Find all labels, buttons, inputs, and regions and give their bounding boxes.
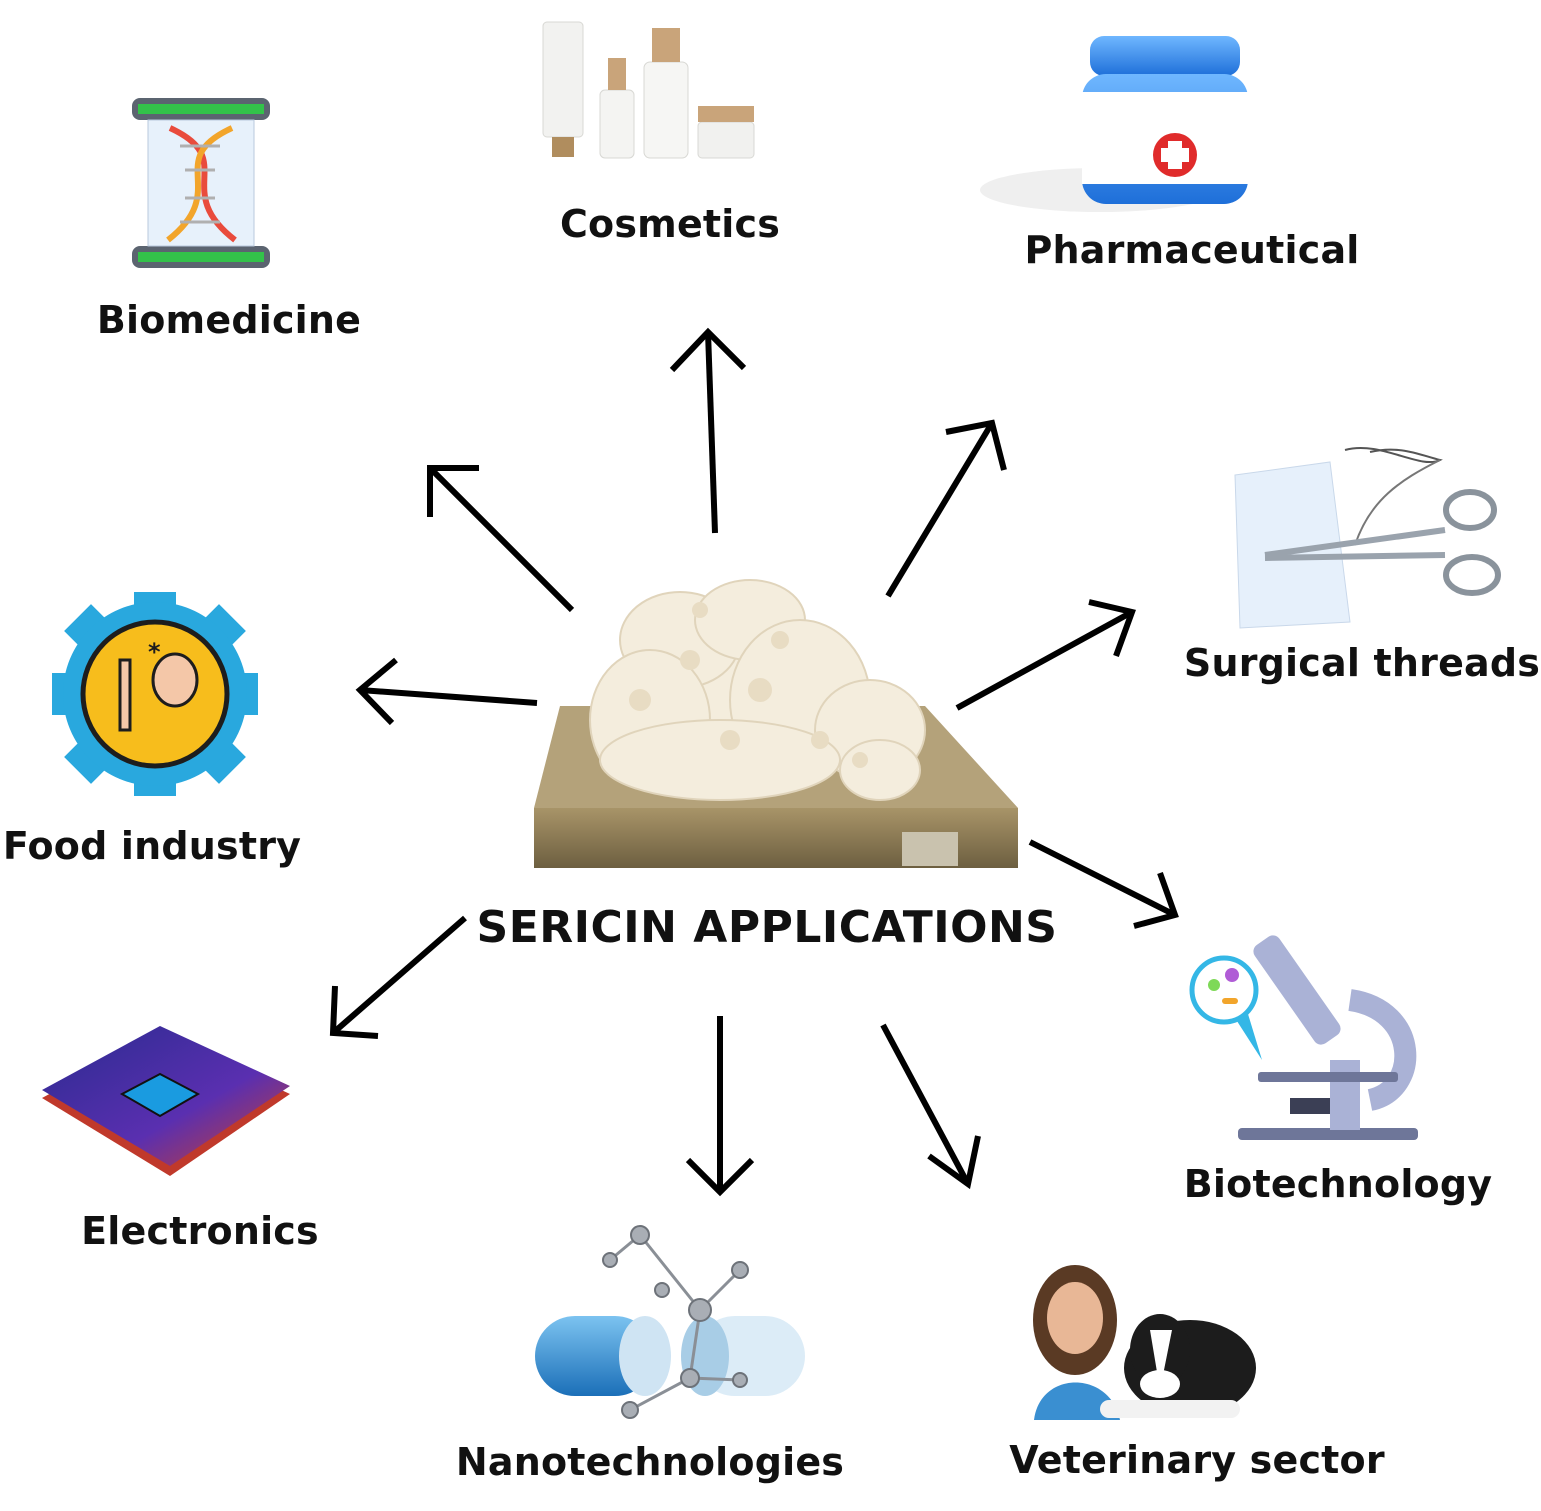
label-veterinary-sector: Veterinary sector [1009,1438,1385,1482]
arrow-to-veterinary-sector [880,1023,981,1190]
surgical-forceps-icon [1234,447,1501,629]
microscope-icon [1189,935,1418,1140]
arrow-to-electronics [329,915,467,1039]
dna-capsule-icon [132,98,270,268]
label-pharmaceutical: Pharmaceutical [1024,228,1360,272]
label-biotechnology: Biotechnology [1183,1162,1493,1206]
arrow-to-surgical-threads [955,599,1136,711]
arrow-to-food-industry [355,657,538,726]
label-cosmetics: Cosmetics [559,202,781,246]
food-gear-icon: * [52,592,258,796]
diagram-title: SERICIN APPLICATIONS [476,902,1058,953]
vet-with-dog-icon [1030,1262,1258,1420]
sericin-sample-image [534,579,1018,868]
nano-capsule-icon [535,1225,805,1419]
cosmetics-bottles-icon [542,21,755,159]
arrow-to-cosmetics [669,327,747,534]
label-food-industry: Food industry [2,824,302,868]
label-electronics: Electronics [81,1209,319,1253]
label-biomedicine: Biomedicine [96,298,362,342]
svg-text:*: * [148,638,161,666]
arrow-to-nanotechnologies [685,1016,755,1197]
microchip-icon [42,1026,290,1176]
medicine-jar-icon [980,36,1248,212]
label-surgical-threads: Surgical threads [1183,641,1541,685]
arrow-to-biomedicine [427,465,575,613]
label-nanotechnologies: Nanotechnologies [455,1440,845,1484]
arrow-to-pharmaceutical [885,419,1007,598]
arrow-to-biotechnology [1028,839,1179,929]
